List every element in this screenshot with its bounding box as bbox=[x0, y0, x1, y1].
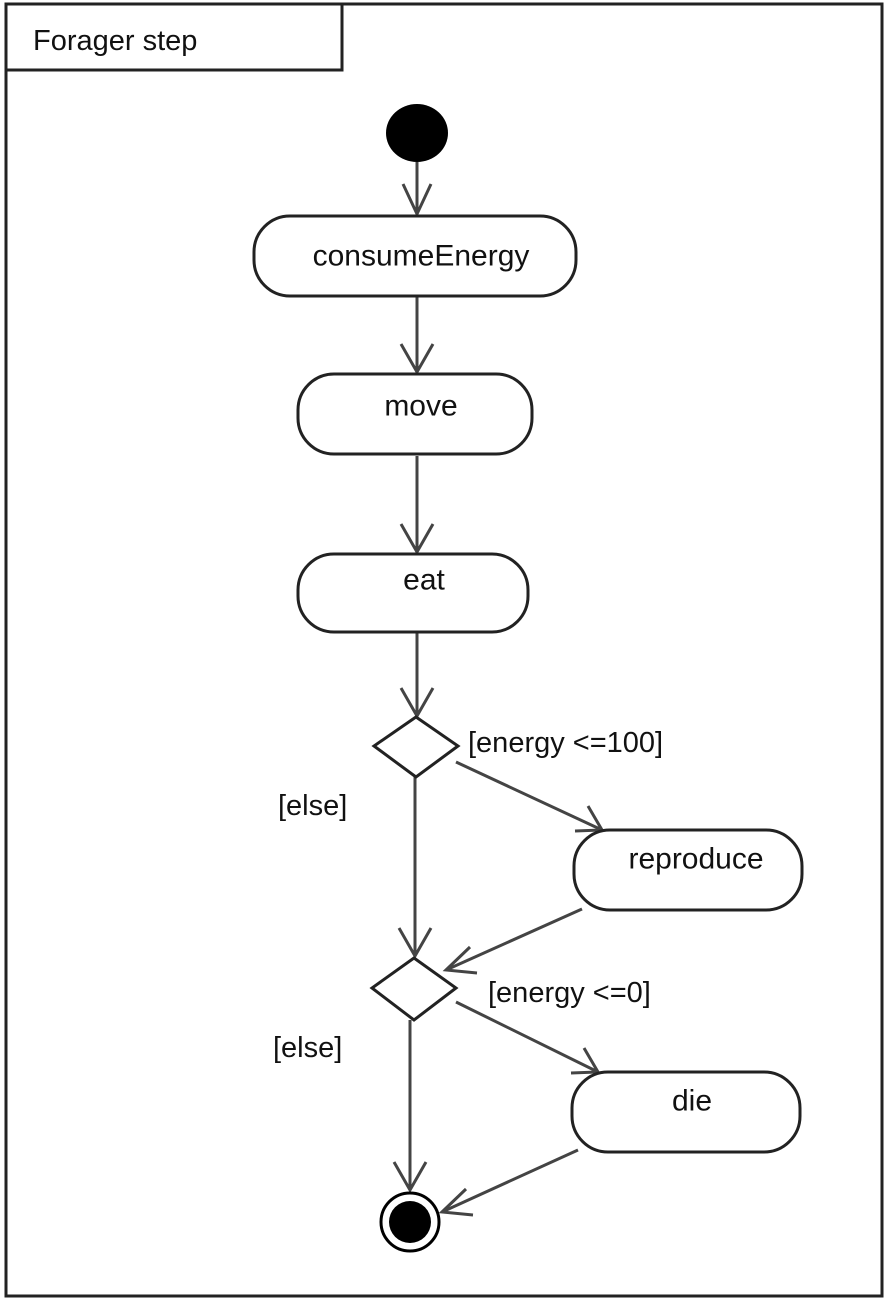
action-die-label: die bbox=[672, 1085, 712, 1118]
flow-initial-to-consume bbox=[401, 162, 433, 218]
action-die: die bbox=[570, 1070, 802, 1154]
flow-eat-to-decision1 bbox=[399, 632, 435, 720]
action-consume-energy-label: consumeEnergy bbox=[313, 240, 530, 273]
guard-energy-le-0: [energy <=0] bbox=[488, 977, 651, 1009]
decision-node-energy-100 bbox=[371, 715, 461, 779]
action-reproduce: reproduce bbox=[572, 828, 804, 912]
action-eat: eat bbox=[296, 552, 530, 634]
guard-energy-le-100: [energy <=100] bbox=[468, 727, 663, 759]
frame-title: Forager step bbox=[33, 25, 197, 57]
flow-consume-to-move bbox=[399, 296, 435, 376]
flow-reproduce-to-merge bbox=[442, 907, 583, 975]
action-eat-label: eat bbox=[403, 564, 445, 597]
action-reproduce-label: reproduce bbox=[628, 843, 763, 876]
frame-title-tab bbox=[4, 2, 344, 72]
diagram-frame bbox=[4, 2, 884, 1298]
flow-die-to-final bbox=[438, 1148, 579, 1217]
flow-merge-to-die bbox=[455, 1000, 601, 1075]
action-move: move bbox=[296, 372, 534, 456]
action-consume-energy: consumeEnergy bbox=[252, 214, 578, 298]
final-node bbox=[379, 1191, 441, 1253]
flow-decision1-to-reproduce bbox=[455, 760, 605, 833]
guard-else-1: [else] bbox=[278, 790, 347, 822]
flow-merge-to-final-else bbox=[392, 1020, 428, 1194]
guard-else-2: [else] bbox=[273, 1032, 342, 1064]
decision-node-energy-0 bbox=[369, 956, 459, 1022]
initial-node bbox=[386, 104, 448, 162]
action-move-label: move bbox=[384, 390, 457, 423]
flow-move-to-eat bbox=[399, 456, 435, 556]
flow-decision1-to-merge-else bbox=[397, 777, 433, 960]
